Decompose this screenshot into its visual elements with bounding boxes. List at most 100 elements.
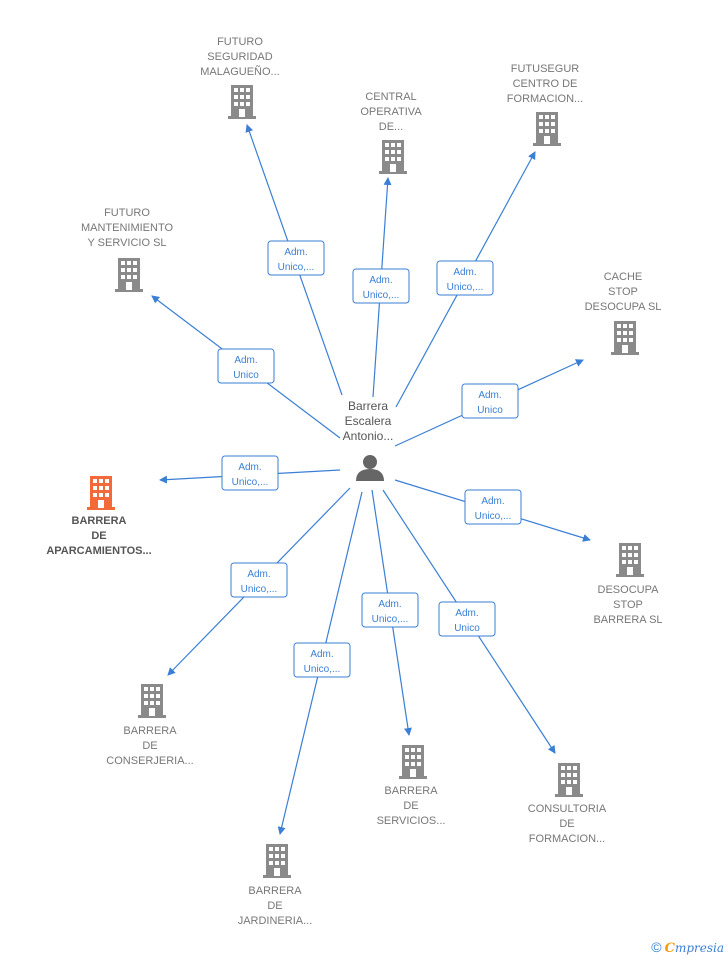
building-icon: [87, 476, 115, 510]
relation-box: [230, 562, 288, 598]
relation-text: Unico,...: [232, 477, 269, 488]
company-node[interactable]: BARRERA DE APARCAMIENTOS...: [46, 476, 152, 557]
relation-box: [352, 268, 410, 304]
company-label-line: CENTRAL: [365, 91, 416, 103]
building-icon: [379, 140, 407, 174]
company-label-line: CONSERJERIA...: [106, 755, 193, 767]
relation-text: Adm.: [234, 355, 257, 366]
company-label-line: STOP: [608, 286, 638, 298]
company-label-line: DE: [142, 740, 157, 752]
relation-label[interactable]: Adm. Unico,...: [352, 268, 410, 304]
building-icon: [611, 321, 639, 355]
company-label-line: FORMACION...: [529, 833, 605, 845]
nodes: FUTUROSEGURIDADMALAGUEÑO...CENTRALOPERAT…: [46, 36, 662, 927]
brand-name: mpresia: [674, 941, 724, 955]
building-icon: [555, 763, 583, 797]
relation-label[interactable]: Adm.Unico: [461, 383, 519, 419]
relation-text: Unico,...: [363, 290, 400, 301]
relation-box: [221, 455, 279, 491]
relation-text: Adm.: [310, 649, 333, 660]
relation-text: Unico,...: [447, 282, 484, 293]
relation-text: Unico: [454, 623, 480, 634]
center-label-line: Escalera: [345, 414, 392, 428]
company-label-line: BARRERA SL: [593, 614, 662, 626]
building-icon: [399, 745, 427, 779]
company-label-line: FUTUSEGUR: [511, 63, 580, 75]
relation-box: [267, 240, 325, 276]
relation-text: Adm.: [481, 496, 504, 507]
center-label-line: Antonio...: [343, 429, 394, 443]
building-icon: [115, 258, 143, 292]
relation-text: Unico: [233, 370, 259, 381]
company-label-line: BARRERA: [384, 785, 438, 797]
company-node[interactable]: FUTURO MANTENIMIENTO Y SERVICIO SL: [81, 207, 174, 292]
relation-label[interactable]: Adm. Unico,...: [230, 562, 288, 598]
company-label-line: BARRERA: [248, 885, 302, 897]
center-label-line: Barrera: [348, 399, 388, 413]
building-icon: [616, 543, 644, 577]
relation-box: [436, 260, 494, 296]
company-label-line: Y SERVICIO SL: [87, 237, 166, 249]
company-label-line: DE: [403, 800, 418, 812]
copyright-symbol: ©: [651, 939, 662, 955]
building-icon: [263, 844, 291, 878]
relation-label[interactable]: Adm. Unico: [217, 348, 275, 384]
company-label-line: DE...: [379, 121, 403, 133]
relation-label[interactable]: Adm. Unico: [438, 601, 496, 637]
relation-text: Unico,...: [372, 614, 409, 625]
company-node[interactable]: FUTUROSEGURIDADMALAGUEÑO...: [200, 36, 280, 119]
company-node[interactable]: BARRERA DE JARDINERIA...: [238, 844, 313, 927]
relation-text: Unico: [477, 405, 503, 416]
company-label-line: BARRERA: [72, 515, 127, 527]
company-label-line: FUTURO: [104, 207, 150, 219]
relation-text: Adm.: [378, 599, 401, 610]
person-icon: [356, 455, 384, 481]
center-person[interactable]: Barrera Escalera Antonio...: [343, 399, 394, 481]
company-label-line: CENTRO DE: [513, 78, 578, 90]
relation-label[interactable]: Adm. Unico,...: [436, 260, 494, 296]
company-node[interactable]: BARRERA DE CONSERJERIA...: [106, 684, 194, 767]
company-label-line: DE: [267, 900, 282, 912]
relation-box: [461, 383, 519, 419]
relation-label[interactable]: Adm. Unico,...: [464, 489, 522, 525]
company-label-line: FORMACION...: [507, 93, 583, 105]
company-label-line: STOP: [613, 599, 643, 611]
relation-label[interactable]: Adm. Unico,...: [361, 592, 419, 628]
relation-text: Adm.: [284, 247, 307, 258]
relation-text: Adm.: [247, 569, 270, 580]
company-label-line: DE: [91, 530, 106, 542]
relation-text: Adm.: [455, 608, 478, 619]
relation-text: Unico,...: [475, 511, 512, 522]
company-node[interactable]: CENTRALOPERATIVADE...: [360, 91, 422, 174]
brand-initial: C: [664, 941, 675, 956]
company-label-line: CONSULTORIA: [528, 803, 607, 815]
company-label-line: MANTENIMIENTO: [81, 222, 174, 234]
relation-text: Unico,...: [278, 262, 315, 273]
company-label-line: SEGURIDAD: [207, 51, 272, 63]
relation-text: Adm.: [453, 267, 476, 278]
relation-text: Adm.: [369, 275, 392, 286]
company-label-line: SERVICIOS...: [377, 815, 446, 827]
relation-label[interactable]: Adm. Unico,...: [267, 240, 325, 276]
relation-label[interactable]: Adm. Unico,...: [293, 642, 351, 678]
relation-text: Adm.: [238, 462, 261, 473]
building-icon: [228, 85, 256, 119]
company-label-line: JARDINERIA...: [238, 915, 313, 927]
relation-text: Unico,...: [241, 584, 278, 595]
company-label-line: FUTURO: [217, 36, 263, 48]
relation-text: Unico,...: [304, 664, 341, 675]
relation-box: [293, 642, 351, 678]
company-label-line: CACHE: [604, 271, 643, 283]
company-label-line: BARRERA: [123, 725, 177, 737]
company-node[interactable]: BARRERA DE SERVICIOS...: [377, 745, 446, 827]
building-icon: [138, 684, 166, 718]
footer-brand: ©Cmpresia: [651, 939, 724, 956]
relation-label[interactable]: Adm. Unico,...: [221, 455, 279, 491]
company-label-line: DE: [559, 818, 574, 830]
company-label-line: APARCAMIENTOS...: [46, 545, 151, 557]
company-node[interactable]: CONSULTORIA DE FORMACION...: [528, 763, 607, 845]
company-node[interactable]: FUTUSEGUR CENTRO DE FORMACION...: [507, 63, 583, 146]
